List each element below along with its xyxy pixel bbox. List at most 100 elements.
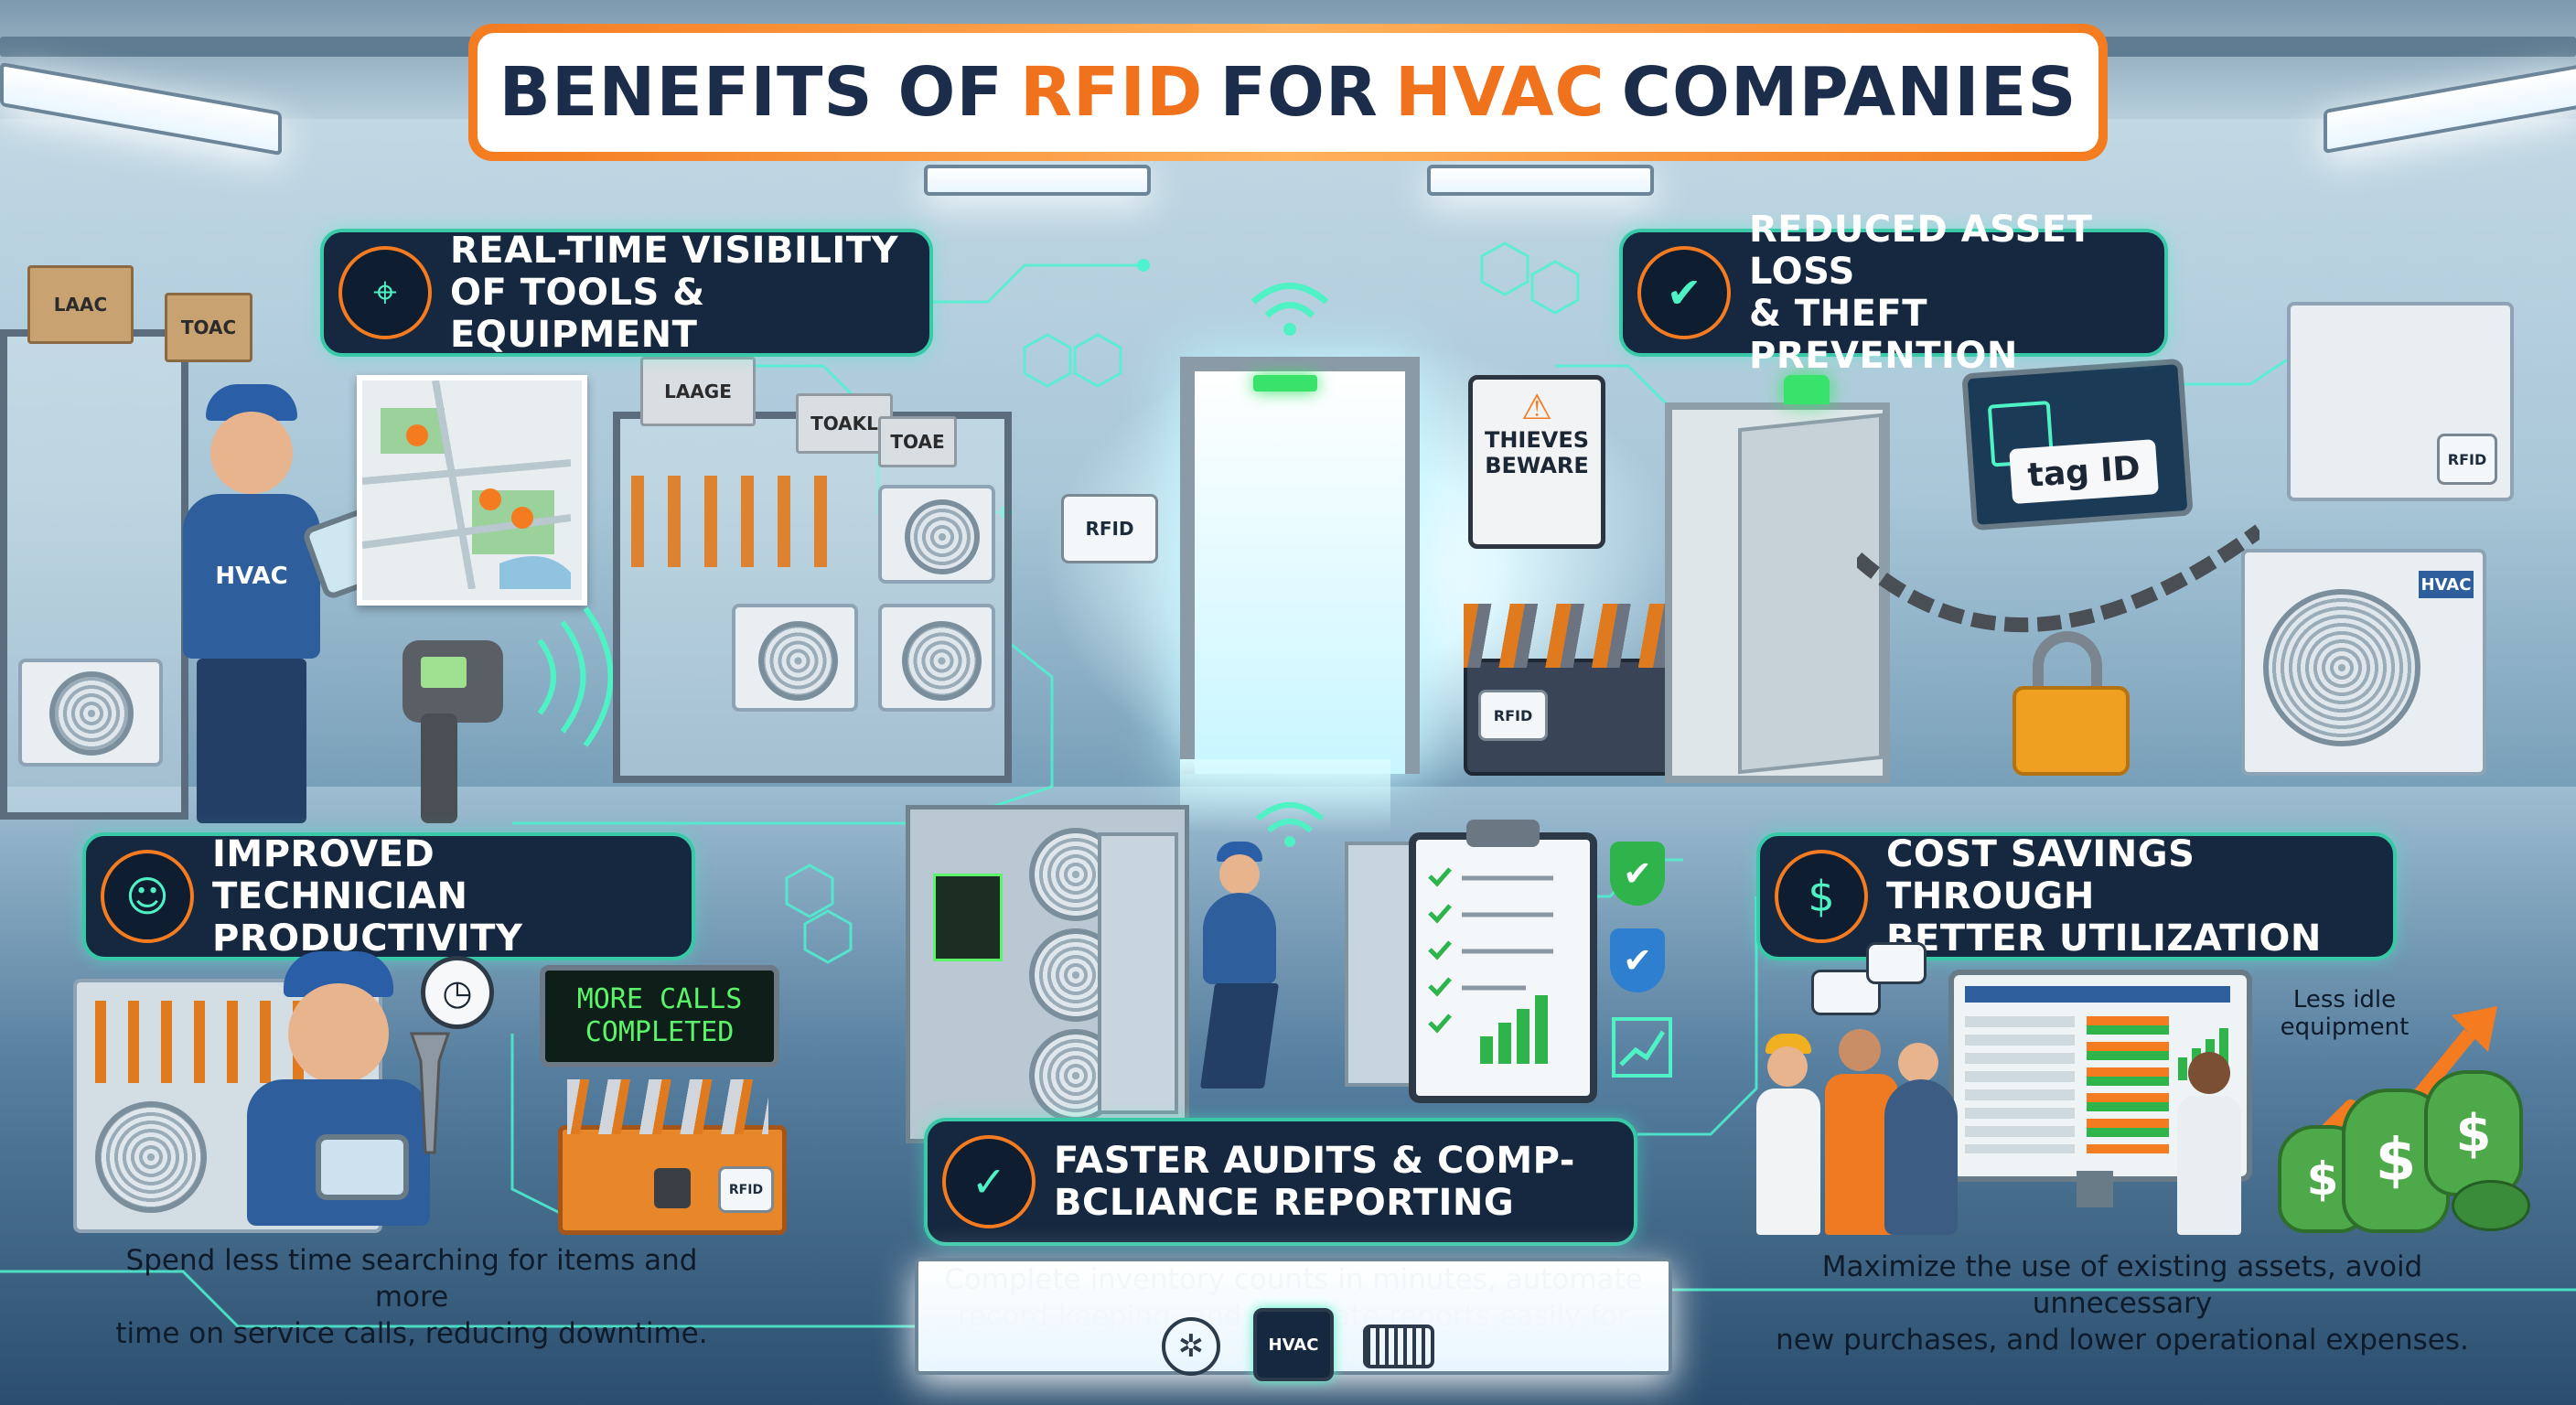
air-conditioner-icon xyxy=(1363,1325,1434,1368)
hanging-tools xyxy=(631,476,842,567)
storage-box: LAAGE xyxy=(640,357,756,426)
storage-box: TOAKL xyxy=(796,393,893,454)
hvac-unit-top: RFID xyxy=(2287,302,2514,501)
storage-box: LAAC xyxy=(27,265,134,344)
server-rack xyxy=(1098,832,1178,1114)
rfid-scan-icon: ⌖ xyxy=(338,246,432,339)
head xyxy=(1839,1029,1881,1071)
title-middle: FOR xyxy=(1219,53,1379,132)
idle-label: Less idle equipment xyxy=(2276,986,2413,1041)
benefit-panel-audits: ✓ FASTER AUDITS & COMP- BCLIANCE REPORTI… xyxy=(924,1118,1637,1246)
benefit-title-line1: REDUCED ASSET LOSS xyxy=(1749,209,2093,293)
wifi-icon xyxy=(1256,802,1324,847)
description-line1: Complete inventory counts in minutes, au… xyxy=(944,1263,1643,1296)
speech-bubble-icon xyxy=(1866,942,1927,984)
hvac-logo: HVAC xyxy=(1253,1308,1334,1381)
title-prefix: BENEFITS OF xyxy=(499,53,1004,132)
walking-technician xyxy=(1189,842,1290,1089)
page-title: BENEFITS OF RFID FOR HVAC COMPANIES xyxy=(478,33,2098,152)
person-shirt xyxy=(1884,1079,1958,1235)
security-chain xyxy=(1857,524,2259,632)
benefit-panel-productivity: ☺ IMPROVED TECHNICIAN PRODUCTIVITY xyxy=(82,832,695,960)
head xyxy=(2188,1052,2230,1094)
idle-label-line1: Less idle xyxy=(2292,986,2397,1014)
description-line1: Maximize the use of existing assets, avo… xyxy=(1821,1250,2423,1320)
pants xyxy=(197,659,306,823)
toolbox: RFID xyxy=(1464,659,1681,776)
unit-label: HVAC xyxy=(2419,571,2474,598)
wifi-icon xyxy=(1250,283,1329,336)
map-pins xyxy=(361,380,572,590)
benefit-title-line2: OF TOOLS & EQUIPMENT xyxy=(450,272,705,356)
description-line2: new purchases, and lower operational exp… xyxy=(1776,1324,2469,1357)
control-panel xyxy=(933,874,1003,961)
orange-toolbox: RFID xyxy=(558,1125,787,1235)
counter-line2: COMPLETED xyxy=(585,1016,735,1048)
gate-status-light xyxy=(1253,375,1317,391)
dashboard-gantt xyxy=(2087,1016,2169,1153)
benefit-title: REAL-TIME VISIBILITY OF TOOLS & EQUIPMEN… xyxy=(450,230,929,356)
fan-icon xyxy=(95,1101,207,1213)
presenter xyxy=(2177,1052,2241,1235)
fan-icon xyxy=(2263,589,2420,746)
ceiling-light-center xyxy=(924,165,1151,196)
fan-icon: ✲ xyxy=(1162,1317,1220,1376)
hvac-unit-main: HVAC xyxy=(2241,549,2486,776)
shield-check-icon: ✔ xyxy=(1610,842,1665,906)
location-map xyxy=(357,375,587,606)
clipboard-clip xyxy=(1466,820,1540,847)
technician-icon: ☺ xyxy=(101,850,194,943)
benefit-panel-cost-savings: $ COST SAVINGS THROUGH BETTER UTILIZATIO… xyxy=(1756,832,2397,960)
benefit-title: REDUCED ASSET LOSS & THEFT PREVENTION xyxy=(1749,209,2164,377)
technician-with-tablet: HVAC xyxy=(165,384,348,823)
tablet xyxy=(316,1134,409,1200)
benefit-title-line2: BETTER UTILIZATION xyxy=(1886,917,2322,960)
toolbox-tools xyxy=(1464,604,1674,668)
storage-box: TOAE xyxy=(878,416,957,467)
ac-unit xyxy=(18,659,163,767)
money-hand-icon: $ xyxy=(1775,850,1868,943)
audit-clipboard xyxy=(1409,820,1597,1103)
signal-waves-icon xyxy=(537,606,613,747)
person-shirt xyxy=(1756,1089,1820,1235)
monitor-stand xyxy=(2077,1171,2113,1207)
lock-icon xyxy=(654,1168,691,1208)
shield-check-icon: ✔ xyxy=(1637,246,1731,339)
toolbox-rfid-tag: RFID xyxy=(1478,690,1548,741)
clock-icon: ◷ xyxy=(421,956,494,1029)
description-line1: Spend less time searching for items and … xyxy=(125,1244,698,1314)
coin-stack-icon xyxy=(2452,1180,2530,1231)
title-banner: BENEFITS OF RFID FOR HVAC COMPANIES xyxy=(468,24,2108,161)
clipboard-check-icon: ✓ xyxy=(942,1135,1036,1228)
fan-icon xyxy=(902,621,982,701)
title-rfid: RFID xyxy=(1019,53,1204,132)
unit-rfid-tag: RFID xyxy=(2437,434,2497,485)
head xyxy=(1898,1043,1938,1083)
alarm-light xyxy=(1784,375,1830,404)
ac-unit xyxy=(878,604,995,712)
title-suffix: COMPANIES xyxy=(1621,53,2077,132)
fan-icon xyxy=(905,499,980,574)
shirt xyxy=(1203,893,1276,984)
fan-icon xyxy=(49,671,134,756)
ac-unit xyxy=(732,604,858,712)
rfid-security-gate xyxy=(1180,357,1420,774)
technician-shirt: HVAC xyxy=(183,494,320,659)
padlock-icon xyxy=(2012,631,2130,776)
head xyxy=(1219,854,1260,895)
chart-up-icon xyxy=(1612,1017,1672,1078)
scanner-handle xyxy=(421,713,457,823)
rfid-tag-label: RFID xyxy=(1061,494,1158,563)
idle-label-line2: equipment xyxy=(2280,1014,2410,1041)
money-bag-icon: $ xyxy=(2424,1070,2523,1196)
toolbox-rfid-tag: RFID xyxy=(718,1166,774,1213)
dashboard-table xyxy=(1965,1016,2075,1153)
ceiling-light-center-2 xyxy=(1427,165,1654,196)
storage-box: TOAC xyxy=(165,293,252,362)
benefit-title: IMPROVED TECHNICIAN PRODUCTIVITY xyxy=(212,833,692,960)
dashboard-header xyxy=(1965,986,2230,1003)
scanner-screen xyxy=(421,657,467,688)
title-hvac: HVAC xyxy=(1394,53,1605,132)
description-line2: time on service calls, reducing downtime… xyxy=(115,1317,708,1350)
pants xyxy=(1199,983,1280,1089)
